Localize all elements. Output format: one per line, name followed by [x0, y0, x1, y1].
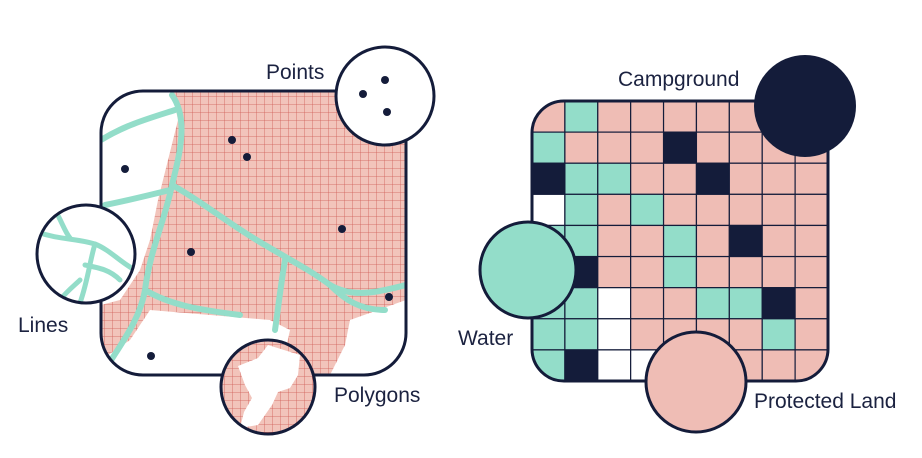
raster-cell-water: [564, 162, 599, 195]
raster-cell-water: [532, 318, 566, 351]
raster-cell-protected_land: [695, 193, 730, 227]
raster-cell-protected_land: [794, 255, 828, 289]
raster-cell-protected_land: [695, 224, 730, 258]
raster-cell-protected_land: [695, 255, 730, 289]
raster-cell-campground: [564, 349, 599, 381]
raster-cell-water: [564, 318, 599, 351]
raster-cell-protected_land: [695, 101, 730, 133]
raster-cell-protected_land: [630, 318, 665, 351]
raster-cell-campground: [532, 162, 566, 195]
raster-cell-protected_land: [630, 255, 665, 289]
raster-cell-protected_land: [597, 193, 632, 227]
raster-cell-campground: [662, 131, 698, 164]
raster-cell-protected_land: [630, 224, 665, 258]
point: [243, 153, 251, 161]
raster-cell-protected_land: [761, 224, 796, 258]
raster-cell-water: [695, 287, 730, 320]
points-lens: [334, 45, 436, 147]
protected-land-lens: [644, 330, 748, 434]
raster-cell-empty: [597, 287, 632, 320]
raster-cell-protected_land: [630, 162, 665, 195]
raster-cell-protected_land: [728, 255, 763, 289]
raster-cell-protected_land: [794, 162, 828, 195]
raster-cell-protected_land: [695, 131, 730, 164]
point: [383, 108, 391, 116]
raster-cell-protected_land: [597, 131, 632, 164]
raster-cell-protected_land: [728, 131, 763, 164]
points-layer: [121, 136, 393, 360]
lines-lens: [35, 203, 137, 305]
raster-cell-protected_land: [597, 224, 632, 258]
polygon-gap-right: [330, 300, 406, 375]
polygons-lens: [219, 338, 317, 436]
raster-cell-water: [564, 193, 599, 227]
river-lines: [101, 92, 406, 373]
point: [121, 165, 129, 173]
raster-cell-protected_land: [662, 162, 698, 195]
raster-cell-campground: [695, 162, 730, 195]
raster-cell-protected_land: [597, 101, 632, 133]
raster-cell-protected_land: [662, 287, 698, 320]
raster-cell-water: [662, 224, 698, 258]
protected-land-label: Protected Land: [754, 390, 896, 413]
raster-cell-protected_land: [662, 193, 698, 227]
raster-cell-protected_land: [630, 131, 665, 164]
raster-cell-protected_land: [728, 162, 763, 195]
raster-cell-water: [761, 318, 796, 351]
raster-cell-protected_land: [794, 287, 828, 320]
water-lens: [478, 220, 578, 320]
raster-cell-water: [662, 255, 698, 289]
raster-cell-protected_land: [597, 255, 632, 289]
raster-cell-empty: [597, 349, 632, 381]
polygons-label: Polygons: [334, 384, 420, 407]
raster-cell-protected_land: [794, 318, 828, 351]
raster-cell-empty: [532, 193, 566, 227]
point: [359, 90, 367, 98]
lines-label: Lines: [18, 314, 68, 337]
points-label: Points: [266, 61, 324, 84]
raster-cell-protected_land: [761, 349, 796, 381]
raster-cell-water: [564, 101, 599, 133]
raster-cell-protected_land: [630, 101, 665, 133]
raster-panel: Campground Water Protected Land: [458, 55, 896, 434]
point: [187, 248, 195, 256]
raster-cell-protected_land: [794, 193, 828, 227]
raster-cell-protected_land: [761, 255, 796, 289]
raster-cell-water: [532, 131, 566, 164]
raster-cell-empty: [597, 318, 632, 351]
water-label: Water: [458, 327, 513, 350]
campground-lens: [754, 55, 856, 157]
raster-cell-protected_land: [761, 193, 796, 227]
point: [385, 293, 393, 301]
point: [147, 352, 155, 360]
raster-cell-protected_land: [662, 101, 698, 133]
raster-cell-campground: [761, 287, 796, 320]
campground-label: Campground: [618, 68, 739, 91]
raster-cell-water: [630, 193, 665, 227]
raster-cell-protected_land: [761, 162, 796, 195]
raster-cell-protected_land: [794, 224, 828, 258]
point: [228, 136, 236, 144]
raster-cell-protected_land: [728, 193, 763, 227]
raster-cell-protected_land: [630, 287, 665, 320]
raster-cell-protected_land: [728, 318, 763, 351]
raster-cell-campground: [728, 224, 763, 258]
point: [381, 76, 389, 84]
raster-cell-water: [597, 162, 632, 195]
point: [338, 225, 346, 233]
raster-cell-protected_land: [564, 131, 599, 164]
raster-cell-water: [728, 287, 763, 320]
vector-panel: Points Lines Polygons: [18, 45, 436, 436]
raster-grid: [532, 101, 828, 381]
